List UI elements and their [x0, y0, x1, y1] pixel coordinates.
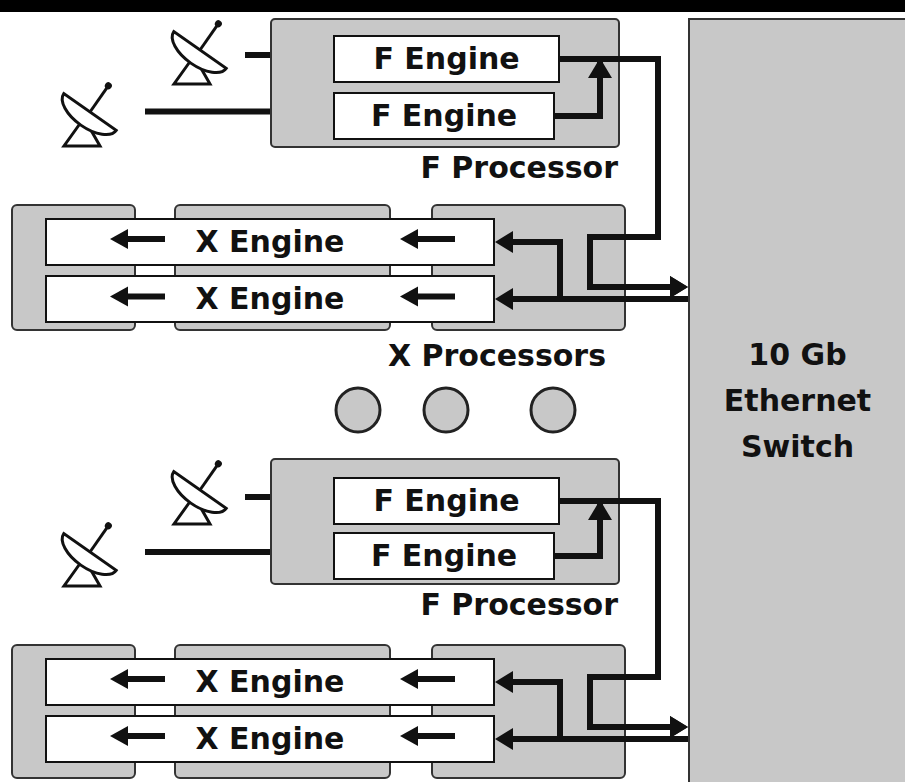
signal-connector: [555, 501, 688, 738]
antenna-feed: [90, 527, 107, 552]
signal-connector: [555, 59, 688, 298]
antenna-bowl: [55, 94, 117, 144]
antenna-dish: [55, 505, 137, 586]
arrowhead: [670, 276, 688, 298]
antenna-feed-tip: [103, 81, 113, 91]
f-processor-box: F ProcessorF EngineF Engine: [270, 18, 620, 148]
antenna-bowl: [55, 534, 117, 584]
box-label: X Engine: [196, 664, 345, 700]
flow-line: [416, 236, 455, 242]
antenna-dish: [55, 65, 137, 146]
antenna-bowl: [165, 32, 227, 82]
flow-line: [126, 294, 165, 300]
box-label: F Engine: [371, 98, 517, 134]
text-holder: F Engine: [371, 538, 517, 574]
text-holder: X Engine: [196, 664, 345, 700]
text-holder: F Engine: [373, 41, 519, 77]
x-processor-boards: [12, 205, 625, 778]
arrowhead: [495, 671, 513, 693]
arrowhead: [495, 728, 513, 750]
flow-line: [416, 294, 455, 300]
antenna-feed: [200, 465, 217, 490]
connector-line: [555, 59, 674, 287]
arrowhead: [670, 276, 688, 298]
ellipsis-dot: [336, 388, 380, 432]
f-engine-box: F Engine: [333, 92, 555, 140]
f-engine-box: F Engine: [333, 35, 560, 83]
in-engine-arrows: [110, 229, 455, 746]
text-holder: F Engine: [371, 98, 517, 134]
connector-line: [509, 736, 688, 742]
arrowhead: [495, 288, 513, 310]
group-heading: F Processor: [420, 587, 618, 623]
arrowhead: [400, 287, 418, 307]
box-label: X Engine: [196, 281, 345, 317]
flow-line: [126, 676, 165, 682]
arrowhead: [110, 287, 128, 307]
antenna-dish: [165, 3, 247, 84]
connector-line: [509, 296, 688, 302]
flow-line: [416, 676, 455, 682]
antenna-dish: [165, 443, 247, 524]
antenna-feed-tip: [213, 459, 223, 469]
group-heading: F Processor: [420, 150, 618, 186]
f-engine-box: F Engine: [333, 477, 560, 525]
text-holder: X Engine: [196, 281, 345, 317]
box-label: X Engine: [196, 721, 345, 757]
f-processor-box: F ProcessorF EngineF Engine: [270, 458, 620, 585]
signal-connector: [560, 59, 688, 298]
ellipsis-dots: [336, 388, 575, 432]
box-label: X Engine: [196, 224, 345, 260]
antenna-feed-tip: [213, 19, 223, 29]
text-holder: F Engine: [373, 483, 519, 519]
connector-line: [555, 501, 674, 727]
text-holder: X Engine: [196, 721, 345, 757]
antenna-feed: [90, 87, 107, 112]
arrowhead: [495, 231, 513, 253]
text-holder: F Processor: [420, 150, 618, 186]
box-label: F Engine: [373, 483, 519, 519]
flow-line: [126, 733, 165, 739]
arrowhead: [400, 669, 418, 689]
label-holder: X Processors: [388, 338, 606, 374]
arrowhead: [110, 726, 128, 746]
connector-line: [509, 682, 688, 739]
arrowhead: [588, 58, 612, 78]
signal-connector: [495, 288, 688, 310]
box-label: F Engine: [373, 41, 519, 77]
flow-line: [126, 236, 165, 242]
signal-connector: [495, 671, 688, 739]
connector-line: [560, 501, 674, 727]
arrowhead: [670, 716, 688, 738]
connector-line: [560, 59, 674, 287]
box-label: F Engine: [371, 538, 517, 574]
top-band: [0, 0, 905, 12]
text-holder: X Engine: [196, 224, 345, 260]
flow-line: [416, 733, 455, 739]
merge-arrows: [588, 58, 612, 520]
antenna-feed: [200, 25, 217, 50]
box-label: 10 Gb Ethernet Switch: [710, 332, 885, 470]
ellipsis-dot: [531, 388, 575, 432]
ethernet-switch-box: 10 Gb Ethernet Switch: [688, 18, 905, 782]
antenna-bowl: [165, 472, 227, 522]
arrowhead: [110, 229, 128, 249]
connector-line: [509, 242, 688, 299]
arrowhead: [670, 716, 688, 738]
arrowhead: [110, 669, 128, 689]
arrowhead: [400, 726, 418, 746]
f-engine-box: F Engine: [333, 532, 555, 580]
arrowhead: [400, 229, 418, 249]
antenna-feed-tip: [103, 521, 113, 531]
group-label: X Processors: [388, 338, 606, 374]
text-holder: 10 Gb Ethernet Switch: [710, 332, 885, 470]
text-holder: F Processor: [420, 587, 618, 623]
signal-connector: [495, 728, 688, 750]
ellipsis-dot: [424, 388, 468, 432]
signal-connector: [495, 231, 688, 299]
arrowhead: [588, 500, 612, 520]
signal-connector: [560, 501, 688, 738]
